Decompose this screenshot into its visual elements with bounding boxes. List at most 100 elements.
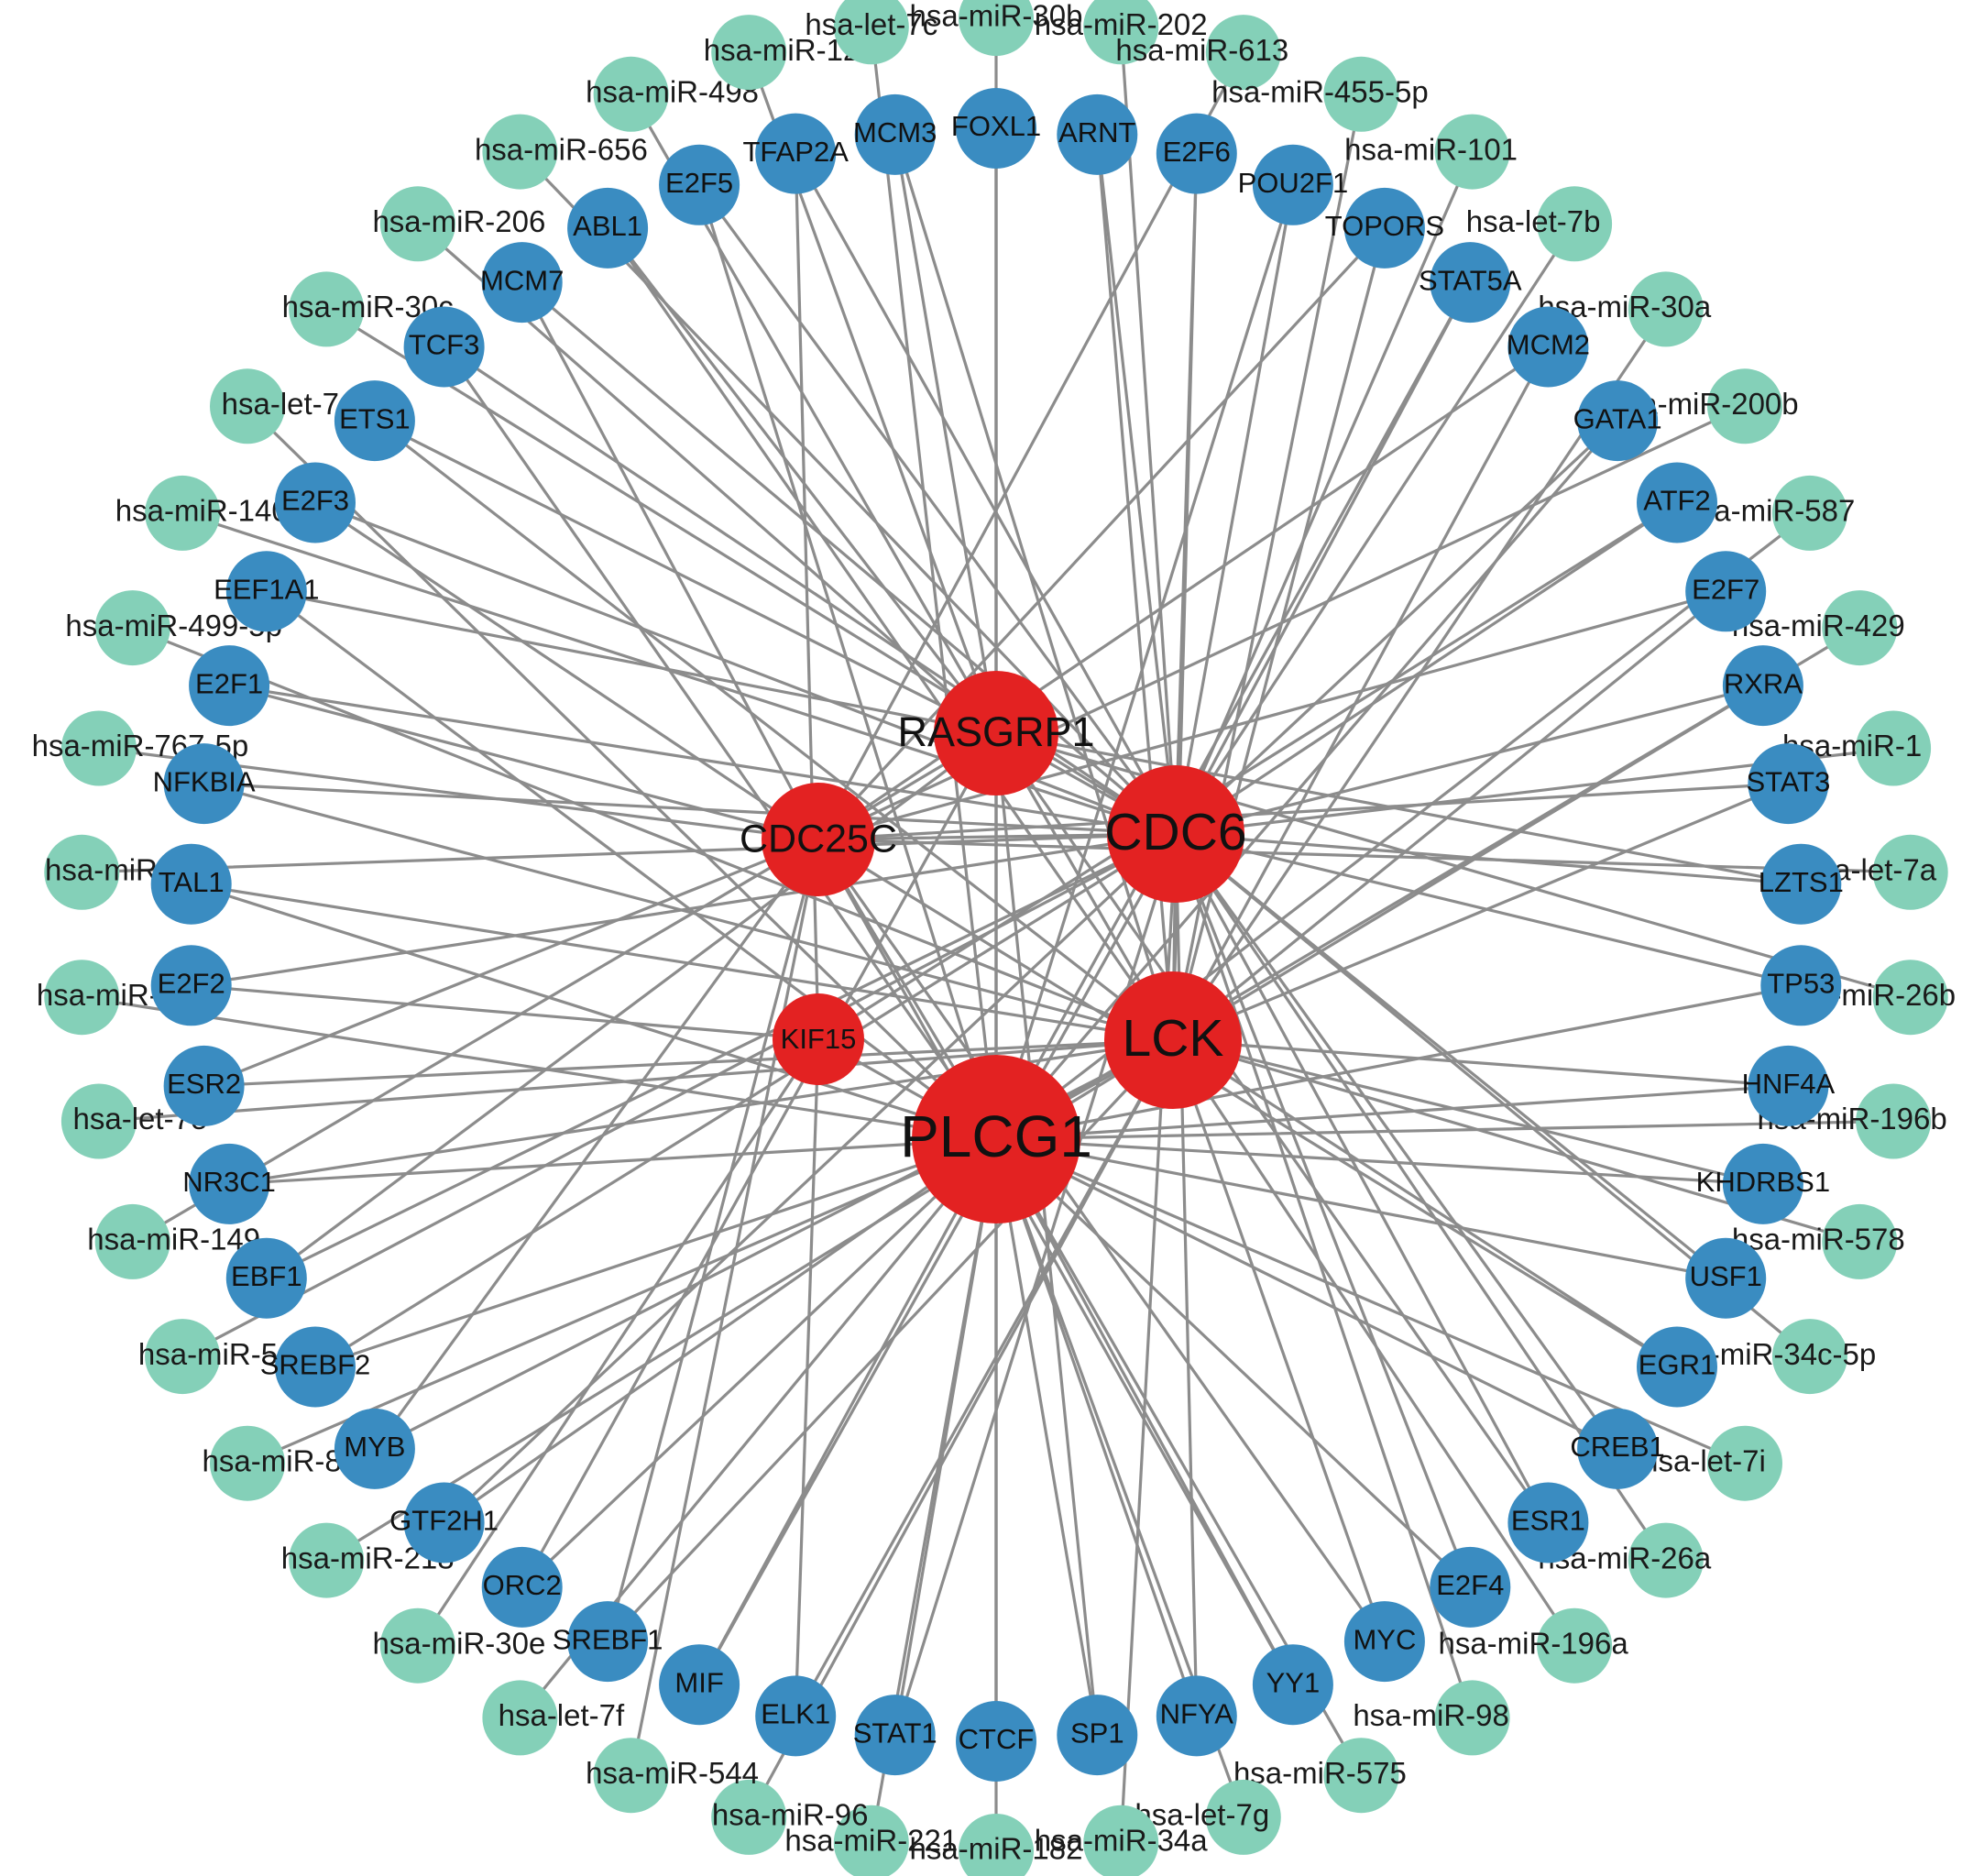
- mirna-node-circle: [379, 186, 455, 262]
- tf-node-stat5a[interactable]: STAT5A: [1419, 242, 1522, 324]
- mirna-node-hsa-mir-30e[interactable]: hsa-miR-30e: [372, 1607, 545, 1684]
- tf-node-ets1[interactable]: ETS1: [334, 380, 415, 462]
- tf-node-tp53[interactable]: TP53: [1760, 945, 1842, 1026]
- tf-node-tcf3[interactable]: TCF3: [403, 306, 485, 388]
- edge-hsa-mir-656-cdc6: [518, 150, 1178, 836]
- tf-node-egr1[interactable]: EGR1: [1637, 1326, 1717, 1408]
- tf-node-mcm2[interactable]: MCM2: [1507, 306, 1590, 388]
- tf-node-circle: [1637, 1326, 1717, 1408]
- tf-node-khdrbs1[interactable]: KHDRBS1: [1696, 1143, 1830, 1224]
- edge-tcf3-plcg1: [443, 345, 998, 1141]
- tf-node-nfya[interactable]: NFYA: [1156, 1675, 1237, 1757]
- edge-hsa-let-7b-cdc6: [1174, 222, 1576, 836]
- tf-node-arnt[interactable]: ARNT: [1057, 93, 1138, 175]
- mirna-node-hsa-mir-1[interactable]: hsa-miR-1: [1782, 710, 1932, 786]
- mirna-node-hsa-mir-221[interactable]: hsa-miR-221: [784, 1805, 958, 1876]
- mirna-node-hsa-mir-34a[interactable]: hsa-miR-34a: [1035, 1805, 1209, 1876]
- tf-node-e2f2[interactable]: E2F2: [150, 945, 232, 1026]
- mirna-node-hsa-mir-96[interactable]: hsa-miR-96: [711, 1779, 868, 1855]
- tf-node-gtf2h1[interactable]: GTF2H1: [389, 1482, 499, 1563]
- mirna-node-hsa-mir-455-5p[interactable]: hsa-miR-455-5p: [1211, 56, 1429, 132]
- tf-node-eef1a1[interactable]: EEF1A1: [214, 551, 320, 632]
- mirna-node-hsa-let-7c[interactable]: hsa-let-7c: [805, 0, 937, 65]
- tf-node-foxl1[interactable]: FOXL1: [951, 88, 1041, 169]
- mirna-node-circle: [1628, 271, 1704, 347]
- hub-node-lck[interactable]: LCK: [1104, 971, 1242, 1109]
- tf-node-myb[interactable]: MYB: [334, 1408, 415, 1489]
- mirna-node-hsa-let-7b[interactable]: hsa-let-7b: [1466, 186, 1613, 262]
- tf-node-ebf1[interactable]: EBF1: [225, 1237, 307, 1319]
- mirna-node-hsa-mir-206[interactable]: hsa-miR-206: [372, 186, 545, 262]
- tf-node-yy1[interactable]: YY1: [1252, 1644, 1333, 1726]
- hub-label: CDC6: [1104, 803, 1246, 861]
- tf-label: E2F3: [281, 485, 349, 517]
- tf-node-abl1[interactable]: ABL1: [567, 187, 649, 269]
- mirna-node-hsa-mir-149[interactable]: hsa-miR-149: [87, 1203, 260, 1279]
- tf-node-srebf2[interactable]: SREBF2: [260, 1326, 371, 1408]
- mirna-node-hsa-let-7f[interactable]: hsa-let-7f: [482, 1680, 625, 1756]
- tf-node-e2f4[interactable]: E2F4: [1430, 1546, 1511, 1628]
- tf-node-elk1[interactable]: ELK1: [755, 1675, 837, 1757]
- tf-node-e2f3[interactable]: E2F3: [275, 462, 356, 543]
- tf-node-pou2f1[interactable]: POU2F1: [1238, 144, 1349, 225]
- mirna-node-hsa-mir-202[interactable]: hsa-miR-202: [1035, 0, 1208, 65]
- tf-node-myc[interactable]: MYC: [1343, 1601, 1425, 1683]
- mirna-label: hsa-miR-656: [475, 132, 648, 166]
- mirna-node-hsa-mir-578[interactable]: hsa-miR-578: [1732, 1203, 1905, 1279]
- tf-node-hnf4a[interactable]: HNF4A: [1742, 1045, 1836, 1126]
- edge-hsa-mir-196b-plcg1: [994, 1119, 1895, 1141]
- mirna-node-hsa-mir-575[interactable]: hsa-miR-575: [1233, 1738, 1407, 1814]
- tf-node-e2f6[interactable]: E2F6: [1156, 113, 1237, 194]
- tf-node-ctcf[interactable]: CTCF: [956, 1701, 1036, 1782]
- tf-node-gata1[interactable]: GATA1: [1573, 380, 1662, 462]
- tf-node-mcm7[interactable]: MCM7: [480, 242, 564, 324]
- mirna-node-hsa-mir-101[interactable]: hsa-miR-101: [1344, 114, 1518, 190]
- mirna-node-hsa-mir-656[interactable]: hsa-miR-656: [475, 114, 648, 190]
- mirna-node-hsa-mir-182[interactable]: hsa-miR-182: [910, 1814, 1083, 1876]
- tf-node-nfkbia[interactable]: NFKBIA: [153, 743, 256, 825]
- tf-node-nr3c1[interactable]: NR3C1: [182, 1143, 276, 1224]
- tf-node-stat1[interactable]: STAT1: [853, 1695, 937, 1776]
- hub-node-cdc6[interactable]: CDC6: [1104, 765, 1247, 903]
- tf-node-srebf1[interactable]: SREBF1: [553, 1601, 663, 1683]
- tf-node-creb1[interactable]: CREB1: [1570, 1408, 1665, 1489]
- tf-node-topors[interactable]: TOPORS: [1325, 187, 1444, 269]
- hub-node-kif15[interactable]: KIF15: [773, 993, 864, 1085]
- tf-node-mif[interactable]: MIF: [659, 1644, 740, 1726]
- mirna-node-hsa-mir-544[interactable]: hsa-miR-544: [586, 1738, 759, 1814]
- mirna-node-hsa-mir-30b[interactable]: hsa-miR-30b: [910, 0, 1083, 56]
- mirna-node-hsa-let-7i[interactable]: hsa-let-7i: [1641, 1425, 1782, 1501]
- hub-node-circle: [1107, 765, 1244, 903]
- mirna-node-hsa-mir-98[interactable]: hsa-miR-98: [1353, 1680, 1510, 1756]
- mirna-node-hsa-mir-613[interactable]: hsa-miR-613: [1115, 15, 1288, 91]
- tf-node-sp1[interactable]: SP1: [1057, 1695, 1138, 1776]
- hub-node-rasgrp1[interactable]: RASGRP1: [897, 671, 1095, 795]
- hub-node-plcg1[interactable]: PLCG1: [900, 1055, 1092, 1223]
- hub-node-cdc25c[interactable]: CDC25C: [740, 783, 897, 896]
- mirna-node-hsa-mir-196a[interactable]: hsa-miR-196a: [1438, 1607, 1628, 1684]
- mirna-node-circle: [1434, 114, 1510, 190]
- mirna-node-hsa-let-7d[interactable]: hsa-let-7d: [210, 368, 356, 444]
- tf-node-atf2[interactable]: ATF2: [1637, 462, 1717, 543]
- tf-node-e2f7[interactable]: E2F7: [1685, 551, 1767, 632]
- tf-node-stat3[interactable]: STAT3: [1746, 743, 1830, 825]
- tf-node-tal1[interactable]: TAL1: [150, 843, 232, 925]
- tf-node-tfap2a[interactable]: TFAP2A: [742, 113, 849, 194]
- mirna-node-hsa-let-7g[interactable]: hsa-let-7g: [1134, 1779, 1281, 1855]
- mirna-node-hsa-mir-429[interactable]: hsa-miR-429: [1732, 590, 1905, 666]
- tf-node-e2f1[interactable]: E2F1: [189, 645, 270, 727]
- tf-node-esr1[interactable]: ESR1: [1507, 1482, 1589, 1563]
- tf-node-mcm3[interactable]: MCM3: [853, 93, 937, 175]
- edge-creb1-cdc6: [1174, 832, 1619, 1451]
- tf-node-usf1[interactable]: USF1: [1685, 1237, 1767, 1319]
- tf-node-rxra[interactable]: RXRA: [1722, 645, 1803, 727]
- tf-node-e2f5[interactable]: E2F5: [659, 144, 740, 225]
- mirna-label: hsa-miR-206: [372, 204, 545, 238]
- hub-label: KIF15: [781, 1023, 857, 1055]
- tf-node-esr2[interactable]: ESR2: [163, 1045, 245, 1126]
- tf-node-orc2[interactable]: ORC2: [481, 1546, 563, 1628]
- tf-node-lzts1[interactable]: LZTS1: [1759, 843, 1844, 925]
- mirna-node-hsa-mir-200b[interactable]: hsa-miR-200b: [1608, 368, 1799, 444]
